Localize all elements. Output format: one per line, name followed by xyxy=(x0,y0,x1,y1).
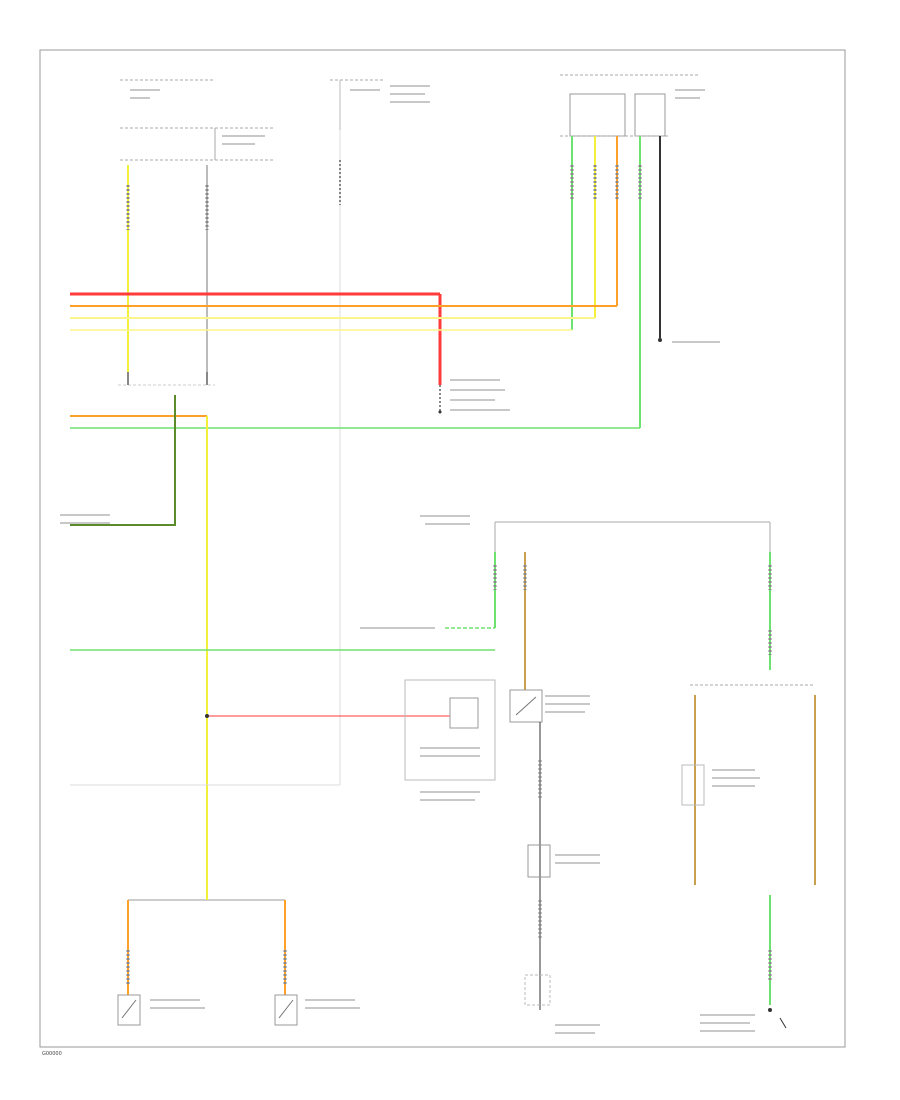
relay-box xyxy=(404,679,496,781)
red-feed-junction xyxy=(205,714,209,718)
top-right-connector-header xyxy=(560,74,700,137)
illegible-label-placeholders xyxy=(60,85,760,1034)
page-id: G00000 xyxy=(42,1051,62,1057)
bottom-left-sensor xyxy=(117,994,141,1026)
top-center-connector-header xyxy=(330,79,385,130)
mid-wire-markers xyxy=(493,565,772,655)
left-terminal-block xyxy=(118,372,215,386)
right-control-module xyxy=(681,684,816,1029)
diagram-frame xyxy=(39,49,846,1048)
red-drop-component xyxy=(438,385,442,414)
bottom-right-sensor xyxy=(274,994,298,1026)
center-switch xyxy=(509,689,551,1010)
upper-right-junction xyxy=(494,521,771,552)
top-left-connector-header xyxy=(120,79,275,161)
black-wire-ground-terminal xyxy=(658,338,662,342)
bottom-sensor-junction xyxy=(126,888,287,995)
tr-wire-markers xyxy=(570,165,642,200)
dark-green-return-wire xyxy=(70,395,176,526)
